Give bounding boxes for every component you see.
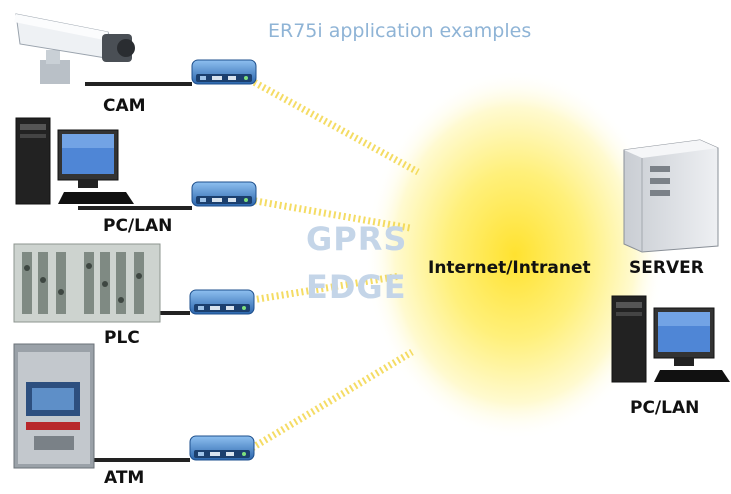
watermark-gprs: GPRS [306,220,408,258]
router-icon [191,181,257,207]
cam-label: CAM [103,96,146,116]
router-icon [189,435,255,461]
pc-lan-left-label: PC/LAN [103,216,173,236]
internet-label: Internet/Intranet [428,258,591,278]
router-icon [189,289,255,315]
internet-glow [365,70,665,440]
plc-label: PLC [104,328,140,348]
desktop-computer-icon [15,117,135,205]
server-label: SERVER [629,258,704,278]
tower-server-icon [623,139,719,253]
wireless-links [248,76,420,452]
atm-machine-icon [13,343,95,469]
diagram-title: ER75i application examples [268,20,532,42]
desktop-computer-icon [611,295,731,383]
router-icon [191,59,257,85]
security-camera-icon [14,13,135,84]
plc-rack-icon [13,243,161,323]
atm-label: ATM [104,468,145,488]
watermark-edge: EDGE [306,268,407,306]
pc-lan-right-label: PC/LAN [630,398,700,418]
